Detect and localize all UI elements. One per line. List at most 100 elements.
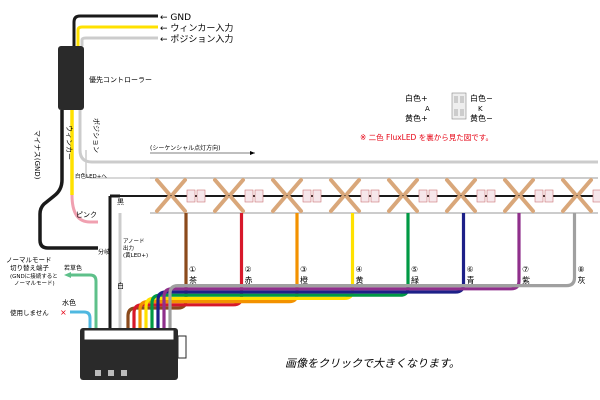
flux-led xyxy=(592,189,600,203)
black-label: 黒 xyxy=(117,198,124,206)
channel-number: ① xyxy=(189,265,196,274)
resistor xyxy=(171,178,187,196)
normal-mode-wire xyxy=(70,273,98,330)
channel-number: ④ xyxy=(356,265,363,274)
channel-color-name: 緑 xyxy=(411,275,419,285)
resistor xyxy=(461,195,477,213)
flux-led xyxy=(196,189,206,203)
normal-mode-label-3: (GNDに接続すると xyxy=(10,272,58,280)
connector-pin-2 xyxy=(108,370,114,376)
priority-controller-label: 優先コントローラー xyxy=(89,75,152,84)
resistor xyxy=(503,178,519,196)
pink-wire xyxy=(70,194,98,224)
led-k: K xyxy=(478,105,483,113)
connector-pin-1 xyxy=(95,370,101,376)
input-lines xyxy=(72,14,158,46)
channel-color-name: 茶 xyxy=(189,275,197,285)
resistor xyxy=(155,195,171,213)
normal-mode-arrow xyxy=(64,272,71,278)
flux-led xyxy=(544,189,554,203)
channel-number: ② xyxy=(245,265,252,274)
resistor xyxy=(519,178,535,196)
position-input-label: ← ポジション入力 xyxy=(160,33,233,45)
sequential-arrow-head xyxy=(250,151,255,155)
anode-label-2: 出力 xyxy=(123,244,134,252)
light-blue-label: 水色 xyxy=(62,298,76,307)
light-blue-wire xyxy=(70,310,92,330)
resistor xyxy=(229,178,245,196)
resistor xyxy=(155,178,171,196)
resistor xyxy=(387,178,403,196)
resistor xyxy=(461,178,477,196)
white-led-label: 白色LED+へ xyxy=(75,172,107,180)
channel-wires xyxy=(126,213,577,330)
flux-led xyxy=(418,189,428,203)
resistor xyxy=(345,178,361,196)
led-white-minus: 白色− xyxy=(470,93,493,103)
resistor xyxy=(287,178,303,196)
led-yellow-plus: 黄色+ xyxy=(405,113,428,123)
resistor xyxy=(229,195,245,213)
flux-led xyxy=(312,189,322,203)
position-label: ポジション xyxy=(92,118,100,153)
connector-top-rail xyxy=(83,329,175,341)
resistor xyxy=(345,195,361,213)
channel-number: ⑦ xyxy=(522,265,529,274)
minus-gnd-label: マイナス(GND) xyxy=(33,130,41,180)
led-note: ※ 二色 FluxLED を裏から見た図です。 xyxy=(360,132,493,142)
led-strip xyxy=(116,177,600,214)
flux-led xyxy=(370,189,380,203)
normal-mode-label-4: ノーマルモード) xyxy=(14,280,55,287)
pink-label: ピンク xyxy=(76,211,97,219)
flux-led xyxy=(302,189,312,203)
anode-label-3: (黄LED+) xyxy=(123,251,148,259)
normal-mode-label-2: 切り替え端子 xyxy=(10,263,50,272)
controller-output-wires xyxy=(38,110,598,250)
resistor xyxy=(503,195,519,213)
led-white-plus: 白色+ xyxy=(405,93,428,103)
channel-color-name: 灰 xyxy=(578,275,586,285)
flux-led xyxy=(360,189,370,203)
channel-color-name: 青 xyxy=(467,275,475,285)
connector-pin-3 xyxy=(121,370,127,376)
brown-green-label: 若草色 xyxy=(64,264,82,272)
resistor xyxy=(387,195,403,213)
priority-controller xyxy=(58,46,84,110)
channel-number: ⑧ xyxy=(578,265,585,274)
flux-led xyxy=(534,189,544,203)
resistor xyxy=(519,195,535,213)
resistor xyxy=(445,178,461,196)
resistor xyxy=(329,195,345,213)
winker-input-label: ← ウィンカー入力 xyxy=(160,22,233,34)
resistor xyxy=(403,195,419,213)
flux-led xyxy=(244,189,254,203)
led-a: A xyxy=(425,105,430,113)
resistor xyxy=(577,178,593,196)
connector-side-tab xyxy=(177,335,187,359)
channel-color-name: 紫 xyxy=(522,276,530,285)
sequential-direction-label: (シーケンシャル点灯方向) xyxy=(150,144,221,152)
flux-led xyxy=(254,189,264,203)
unused-mark: × xyxy=(60,308,67,317)
normal-mode-label-1: ノーマルモード xyxy=(6,256,52,264)
resistor xyxy=(213,178,229,196)
resistor xyxy=(271,178,287,196)
resistor xyxy=(577,195,593,213)
channel-color-name: 橙 xyxy=(300,275,308,285)
resistor xyxy=(329,178,345,196)
channel-color-name: 赤 xyxy=(245,276,253,285)
resistor xyxy=(287,195,303,213)
led-legend xyxy=(451,92,467,120)
flux-led xyxy=(428,189,438,203)
enlarge-caption[interactable]: 画像をクリックで大きくなります。 xyxy=(285,357,460,370)
connector-housing xyxy=(80,328,178,380)
channel-wire xyxy=(132,213,244,330)
resistor xyxy=(445,195,461,213)
resistor xyxy=(213,195,229,213)
resistor xyxy=(561,178,577,196)
channel-wire xyxy=(168,213,577,330)
branch-label: 分岐 xyxy=(98,248,110,256)
gnd-input-label: ← GND xyxy=(160,13,191,23)
